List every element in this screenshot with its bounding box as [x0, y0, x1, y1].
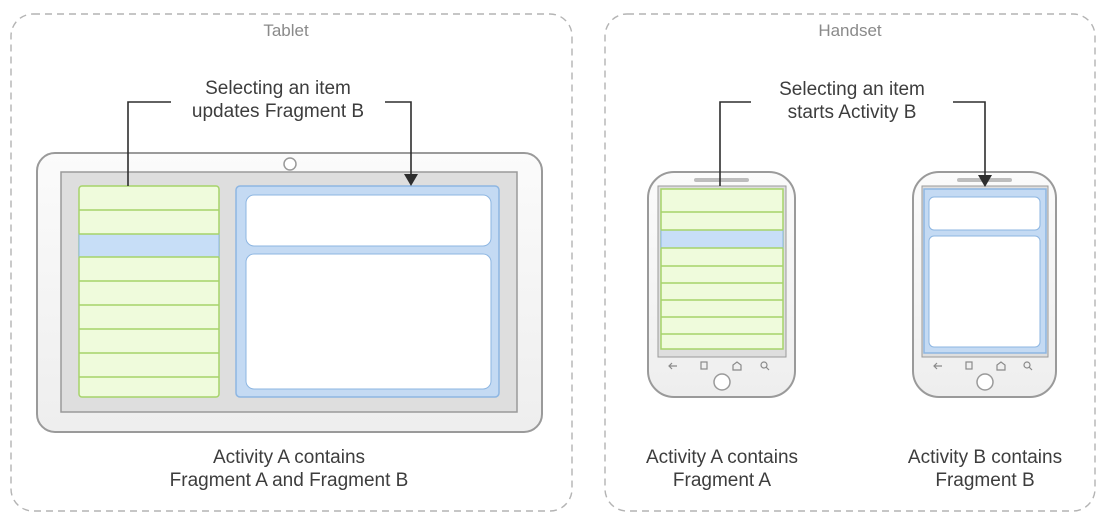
selected-list-row[interactable] — [78, 233, 220, 258]
phone-b-home-button[interactable] — [976, 373, 994, 391]
arrow-down-icon — [978, 175, 992, 187]
phone-b-caption-line2: Fragment B — [935, 470, 1035, 491]
phone-a-home-button[interactable] — [713, 373, 731, 391]
back-icon[interactable] — [668, 362, 677, 370]
search-icon[interactable] — [1023, 361, 1033, 371]
home-icon[interactable] — [996, 361, 1006, 371]
arrow-down-icon — [404, 174, 418, 186]
phone-a-caption-line2: Fragment A — [672, 470, 772, 491]
tablet-panel-title: Tablet — [263, 21, 309, 40]
tablet-fragment-a-list[interactable] — [78, 185, 220, 398]
handset-annotation-line1: Selecting an item — [779, 79, 925, 100]
handset-panel-title: Handset — [818, 21, 882, 40]
menu-icon[interactable] — [965, 361, 973, 370]
handset-annotation-arrow — [719, 101, 986, 186]
phone-a-caption-line1: Activity A contains — [645, 447, 799, 468]
phone-b-fragment-b — [923, 188, 1047, 354]
tablet-annotation-line2: updates Fragment B — [191, 101, 365, 122]
selected-list-row[interactable] — [660, 229, 784, 249]
menu-icon[interactable] — [700, 361, 708, 370]
home-icon[interactable] — [732, 361, 742, 371]
tablet-fragment-b — [235, 185, 500, 398]
tablet-annotation-arrow — [127, 101, 412, 186]
phone-b-nav-bar — [933, 361, 1033, 371]
phone-a-fragment-a-list[interactable] — [660, 188, 784, 350]
tablet-caption-line2: Fragment A and Fragment B — [169, 470, 409, 491]
handset-panel — [604, 13, 1096, 512]
handset-annotation-line2: starts Activity B — [787, 102, 917, 123]
back-icon[interactable] — [933, 362, 942, 370]
tablet-caption-line1: Activity A contains — [212, 447, 366, 468]
tablet-annotation-line1: Selecting an item — [205, 78, 351, 99]
phone-a-nav-bar — [668, 361, 770, 371]
tablet-panel — [10, 13, 573, 512]
search-icon[interactable] — [760, 361, 770, 371]
tablet-camera-icon — [283, 157, 297, 171]
phone-b-caption-line1: Activity B contains — [907, 447, 1063, 468]
